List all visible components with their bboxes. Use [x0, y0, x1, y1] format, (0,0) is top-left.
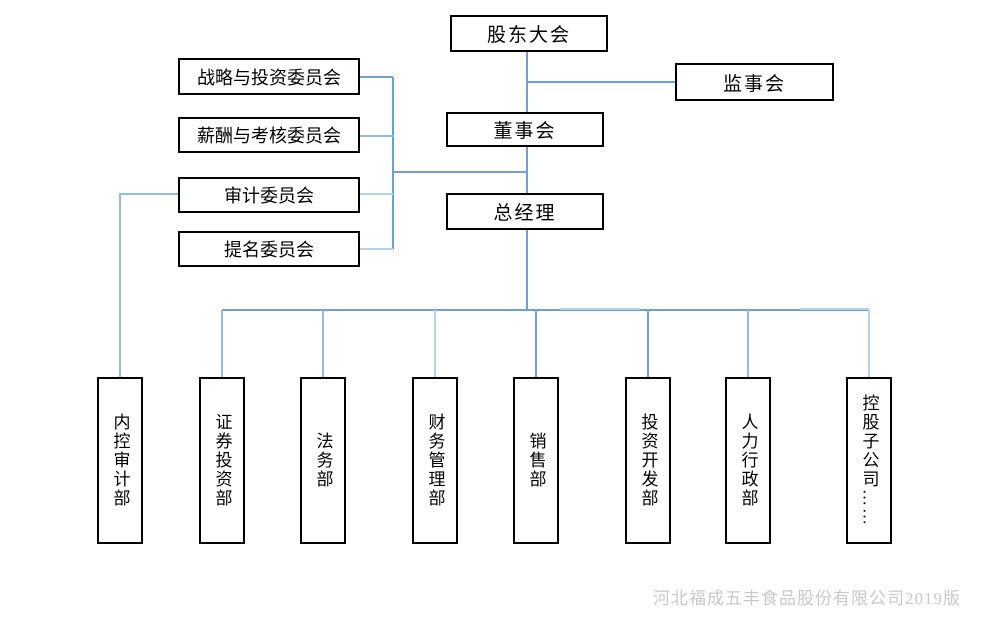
- dept-label: 销售部: [526, 432, 546, 489]
- dept-label: 证券投资部: [212, 413, 232, 508]
- node-dept-securities-investment: 证券投资部: [199, 377, 245, 544]
- node-audit-committee: 审计委员会: [178, 177, 360, 213]
- dept-label: 人力行政部: [738, 413, 758, 508]
- node-nomination-committee: 提名委员会: [178, 231, 360, 267]
- node-dept-hr-administration: 人力行政部: [725, 377, 771, 544]
- dept-label: 内控审计部: [110, 413, 130, 508]
- dept-label: 投资开发部: [638, 413, 658, 508]
- dept-label: 财务管理部: [425, 413, 445, 508]
- node-dept-sales: 销售部: [513, 377, 559, 544]
- node-dept-internal-audit: 内控审计部: [97, 377, 143, 544]
- node-general-manager: 总经理: [446, 193, 604, 230]
- node-dept-financial-management: 财务管理部: [412, 377, 458, 544]
- node-dept-investment-development: 投资开发部: [625, 377, 671, 544]
- dept-label: 控股子公司……: [859, 394, 879, 527]
- company-version-watermark: 河北福成五丰食品股份有限公司2019版: [653, 589, 961, 608]
- node-board-of-directors: 董事会: [446, 112, 604, 147]
- node-shareholders-meeting: 股东大会: [450, 15, 608, 52]
- node-supervisory-board: 监事会: [675, 63, 834, 101]
- node-dept-legal: 法务部: [300, 377, 346, 544]
- node-compensation-appraisal-committee: 薪酬与考核委员会: [178, 117, 360, 153]
- node-holding-subsidiaries: 控股子公司……: [846, 377, 892, 544]
- dept-label: 法务部: [313, 432, 333, 489]
- node-strategy-investment-committee: 战略与投资委员会: [178, 58, 360, 95]
